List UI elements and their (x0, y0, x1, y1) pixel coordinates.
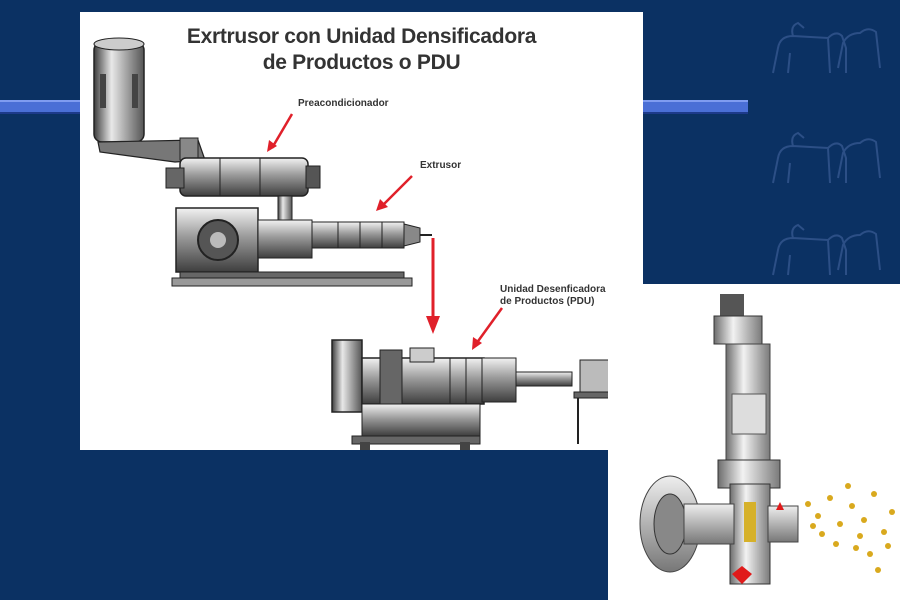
pdu-machine-illustration (639, 294, 895, 585)
title-line-2: de Productos o PDU (262, 51, 461, 74)
label-pdu-line-2: de Productos (PDU) (500, 296, 595, 307)
label-preacondicionador: Preacondicionador (298, 98, 389, 109)
title-line-1: Exrtrusor con Unidad Densificadora (186, 25, 537, 48)
label-pdu-line-1: Unidad Desenficadora (500, 284, 606, 295)
preconditioner (165, 157, 321, 197)
extruder (171, 207, 432, 287)
extruder-diagram (93, 37, 643, 450)
dog-silhouette-icon (772, 21, 881, 74)
dog-silhouette-icon (772, 223, 881, 276)
label-extrusor: Extrusor (420, 160, 462, 171)
hopper-tank (93, 37, 145, 143)
pdu-machine-photo (608, 284, 900, 600)
pdu-unit (331, 339, 643, 450)
diagram-title: Exrtrusor con Unidad Densificadora de Pr… (80, 24, 643, 76)
diagram-panel: Exrtrusor con Unidad Densificadora de Pr… (80, 12, 643, 450)
dog-silhouette-icon (772, 131, 881, 184)
